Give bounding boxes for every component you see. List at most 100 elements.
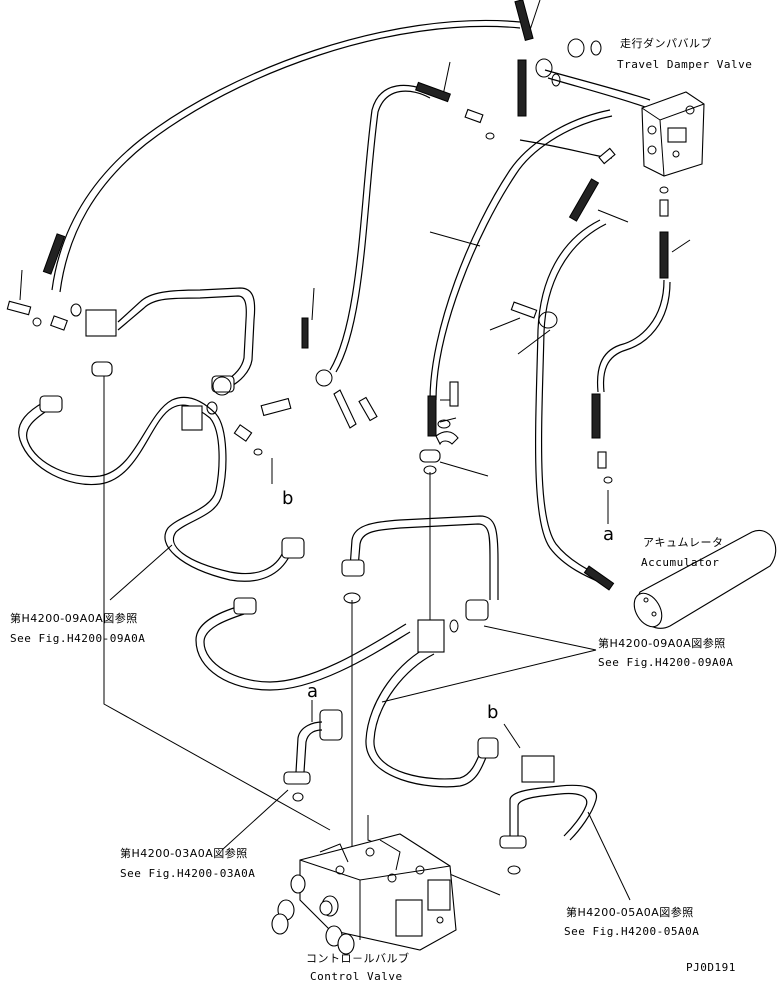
leader-misc-5 bbox=[311, 287, 315, 321]
nipple-3 bbox=[598, 147, 616, 165]
flange-cv-elbow-base bbox=[283, 771, 311, 785]
block-left-upper bbox=[85, 309, 117, 337]
accumulator bbox=[633, 529, 777, 629]
leader-ref-03 bbox=[221, 789, 289, 851]
ref-09a0a-right-en: See Fig.H4200-09A0A bbox=[598, 656, 734, 669]
nipple-1 bbox=[464, 108, 484, 124]
hose-damper-top-2 bbox=[547, 77, 649, 109]
flange-b-base bbox=[499, 835, 527, 849]
hose-fitting-10 bbox=[301, 317, 309, 349]
hose-fitting-5 bbox=[568, 178, 600, 222]
block-center bbox=[417, 619, 445, 653]
flange-center-s bbox=[477, 737, 499, 759]
seal-15 bbox=[437, 419, 451, 429]
tube-center-lower-2 bbox=[203, 613, 407, 683]
travel-damper-valve bbox=[641, 91, 705, 177]
seal-12 bbox=[551, 73, 561, 87]
leader-ref-right-b bbox=[381, 649, 597, 703]
travel-damper-label-jp: 走行ダンパバルブ bbox=[620, 37, 712, 50]
hose-top-arc-inner bbox=[59, 25, 521, 293]
seal-14 bbox=[32, 317, 42, 327]
bolt-5 bbox=[50, 315, 68, 331]
hose-top-arc bbox=[51, 19, 521, 291]
leader-misc-8 bbox=[529, 0, 541, 31]
leader-misc-6 bbox=[489, 317, 521, 331]
tube-left-upper bbox=[117, 287, 256, 389]
seal-19 bbox=[567, 38, 585, 58]
nipple-2 bbox=[260, 397, 292, 417]
control-valve bbox=[271, 833, 457, 955]
drawing-code: PJ0D191 bbox=[686, 961, 736, 974]
control-valve-label-en: Control Valve bbox=[310, 970, 403, 983]
hose-left-loop-2 bbox=[335, 90, 431, 373]
block-left-lower bbox=[181, 405, 203, 431]
ref-line-left-to-cv bbox=[103, 370, 331, 831]
ref-03a0a-en: See Fig.H4200-03A0A bbox=[120, 867, 256, 880]
tube-left-lower-2 bbox=[26, 396, 285, 575]
leader-b-lower bbox=[503, 723, 521, 749]
flange-cv-elbow bbox=[319, 709, 343, 741]
flange-left-lower bbox=[39, 395, 63, 413]
tube-left-upper-2 bbox=[117, 295, 247, 383]
tube-center-lower bbox=[195, 605, 411, 691]
ref-09a0a-right-jp: 第H4200-09A0A図参照 bbox=[598, 637, 726, 650]
seal-8 bbox=[507, 865, 521, 875]
tube-center-s bbox=[365, 645, 491, 788]
hose-fitting-1 bbox=[42, 233, 66, 275]
seal-13 bbox=[70, 303, 82, 317]
seal-1 bbox=[485, 132, 495, 140]
hose-center-long-2 bbox=[435, 115, 613, 401]
tube-center-s-2 bbox=[373, 653, 485, 780]
block-b bbox=[521, 755, 555, 783]
flange-left-end bbox=[281, 537, 305, 559]
hose-fitting-2 bbox=[517, 59, 527, 117]
seal-2 bbox=[206, 401, 218, 415]
hose-fitting-6 bbox=[659, 231, 669, 279]
leader-ref-left bbox=[109, 544, 173, 601]
leader-misc-7 bbox=[517, 329, 551, 355]
callout-a-upper: a bbox=[603, 524, 615, 545]
tube-left-lower bbox=[18, 401, 291, 582]
ref-05a0a-en: See Fig.H4200-05A0A bbox=[564, 925, 700, 938]
leader-misc-4 bbox=[19, 269, 23, 301]
leader-ref-right-a bbox=[483, 625, 597, 651]
hose-center-long bbox=[429, 109, 611, 401]
clamp-center bbox=[419, 449, 441, 463]
bolt-2 bbox=[449, 381, 459, 407]
tube-center-upper-2 bbox=[357, 523, 491, 600]
travel-damper-label-en: Travel Damper Valve bbox=[617, 58, 753, 71]
ref-09a0a-left-jp: 第H4200-09A0A図参照 bbox=[10, 612, 138, 625]
leader-misc-2 bbox=[597, 209, 629, 223]
seal-20 bbox=[535, 58, 553, 78]
ref-line-right-cv bbox=[367, 815, 501, 896]
hose-accumulator bbox=[535, 219, 605, 585]
elbow-cv-2 bbox=[303, 729, 323, 773]
accumulator-label-jp: アキュムレータ bbox=[643, 536, 724, 549]
accumulator-label-en: Accumulator bbox=[641, 556, 720, 569]
hose-fitting-3 bbox=[514, 0, 534, 41]
flange-center-lower bbox=[233, 597, 257, 615]
flange-center-upper bbox=[341, 559, 365, 577]
clamp-left bbox=[91, 361, 113, 377]
bolt-1 bbox=[6, 300, 32, 316]
hose-fitting-9 bbox=[583, 565, 615, 591]
seal-3 bbox=[253, 448, 263, 456]
leader-ref-05 bbox=[587, 811, 631, 901]
hose-fitting-8 bbox=[591, 393, 601, 439]
seal-5 bbox=[343, 592, 361, 604]
seal-16 bbox=[212, 376, 232, 396]
tube-center-upper bbox=[349, 515, 499, 600]
seal-7 bbox=[292, 792, 304, 802]
tube-right-b-2 bbox=[517, 792, 588, 840]
leader-misc-13 bbox=[439, 461, 489, 477]
seal-6 bbox=[449, 619, 459, 633]
hose-fitting-4 bbox=[415, 81, 451, 103]
seal-17 bbox=[315, 369, 333, 387]
hose-damper-top bbox=[544, 69, 651, 101]
flange-center-right bbox=[465, 599, 489, 621]
seal-18 bbox=[538, 311, 558, 329]
nipple-5 bbox=[597, 451, 607, 469]
hose-left-loop bbox=[329, 84, 431, 371]
callout-b-upper: b bbox=[282, 488, 294, 509]
